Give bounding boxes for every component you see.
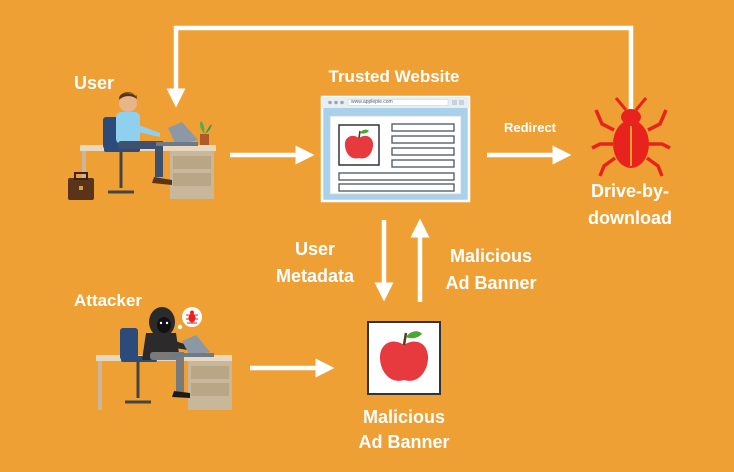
drive-by-line1: Drive-by- [590, 181, 670, 201]
malicious-ad-arrow-line2: Ad Banner [445, 273, 537, 293]
attacker-label: Attacker [74, 291, 143, 310]
malicious-banner-label: Malicious Ad Banner [345, 405, 463, 455]
user-metadata-label: User Metadata [260, 236, 370, 290]
user-metadata-line1: User [294, 239, 336, 259]
malicious-banner-line1: Malicious [362, 407, 446, 427]
bug-icon [591, 97, 671, 177]
attacker-at-desk-icon [96, 307, 232, 410]
apple-icon [344, 129, 374, 159]
browser-window-icon [320, 95, 471, 203]
browser-url: www.applepie.com [351, 99, 393, 105]
malicious-banner-icon [367, 321, 441, 395]
redirect-loop-arrow [166, 25, 634, 118]
apple-icon [379, 331, 429, 381]
malicious-banner-line2: Ad Banner [358, 432, 450, 452]
malicious-ad-arrow-line1: Malicious [449, 246, 533, 266]
user-label: User [74, 73, 115, 93]
user-at-desk-icon [68, 92, 216, 200]
drive-by-download-label: Drive-by- download [575, 178, 685, 232]
user-metadata-line2: Metadata [275, 266, 355, 286]
drive-by-line2: download [588, 208, 672, 228]
malicious-ad-arrow-label: Malicious Ad Banner [432, 243, 550, 297]
trusted-website-label: Trusted Website [328, 67, 460, 86]
redirect-label: Redirect [503, 120, 557, 135]
